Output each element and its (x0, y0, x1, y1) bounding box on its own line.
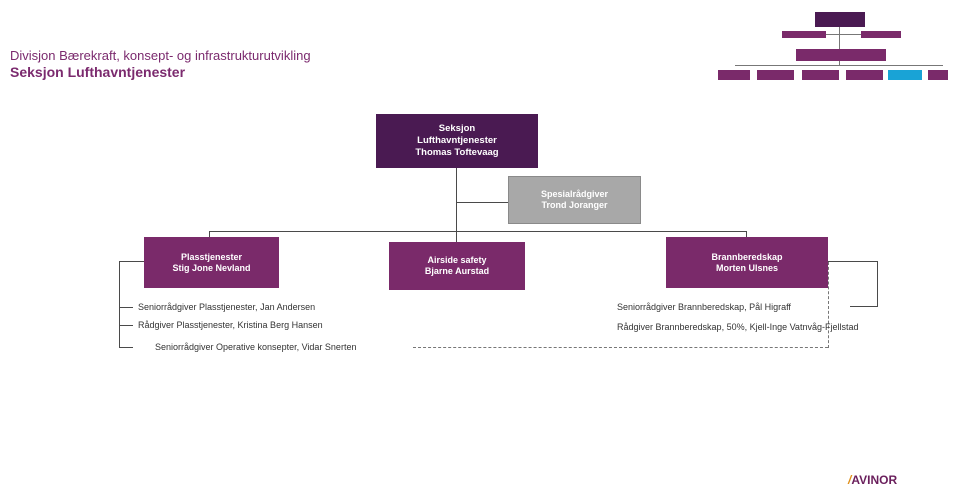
advisor-connector (456, 202, 508, 203)
section-head-line2: Lufthavntjenester (417, 135, 497, 146)
left-staff-item: Seniorrådgiver Operative konsepter, Vida… (155, 342, 357, 352)
left-staff-item: Rådgiver Plasstjenester, Kristina Berg H… (138, 320, 323, 330)
section-head-line1: Seksjon (438, 123, 476, 134)
division-title: Divisjon Bærekraft, konsept- og infrastr… (10, 48, 311, 63)
right-staff-bracket-top (828, 261, 877, 262)
mini-staff-box-left (782, 31, 826, 38)
special-advisor-name: Trond Joranger (541, 200, 608, 210)
unit-head-name: Bjarne Aurstad (424, 266, 490, 276)
section-head-box: Seksjon Lufthavntjenester Thomas Tofteva… (376, 114, 538, 168)
mini-connector (839, 27, 840, 49)
right-staff-tick (850, 306, 878, 307)
section-head-name: Thomas Toftevaag (415, 147, 499, 158)
right-staff-item: Seniorrådgiver Brannberedskap, Pål Higra… (617, 302, 791, 312)
unit-2-drop (456, 231, 457, 242)
left-staff-bracket (119, 261, 120, 348)
main-vertical-connector (456, 168, 457, 231)
unit-title: Plasstjenester (180, 251, 243, 262)
mini-unit-3 (802, 70, 839, 80)
unit-head-name: Stig Jone Nevland (172, 262, 251, 273)
mini-unit-2 (757, 70, 794, 80)
mini-connector (839, 61, 840, 66)
unit-box-airside-safety: Airside safety Bjarne Aurstad (389, 242, 525, 290)
right-staff-bracket (877, 261, 878, 307)
unit-head-name: Morten Ulsnes (715, 262, 778, 273)
right-staff-item: Rådgiver Brannberedskap, 50%, Kjell-Inge… (617, 322, 859, 332)
unit-title: Airside safety (427, 255, 487, 265)
mini-unit-4 (846, 70, 883, 80)
unit-3-drop (746, 231, 747, 237)
left-staff-item: Seniorrådgiver Plasstjenester, Jan Ander… (138, 302, 316, 312)
unit-box-brannberedskap: Brannberedskap Morten Ulsnes (666, 237, 828, 288)
special-advisor-title: Spesialrådgiver (540, 189, 609, 199)
mini-top-box (815, 12, 865, 27)
mini-unit-5-highlighted (888, 70, 922, 80)
avinor-logo: /AVINOR (848, 473, 897, 487)
special-advisor-box: Spesialrådgiver Trond Joranger (508, 176, 641, 224)
avinor-swoosh-icon: / (848, 473, 852, 487)
mini-unit-1 (718, 70, 750, 80)
mini-staff-box-right (861, 31, 901, 38)
left-staff-bracket-top (119, 261, 144, 262)
left-staff-tick-2 (119, 325, 133, 326)
unit-box-plasstjenester: Plasstjenester Stig Jone Nevland (144, 237, 279, 288)
mini-connector (826, 34, 861, 35)
left-staff-tick-3 (119, 347, 133, 348)
section-title: Seksjon Lufthavntjenester (10, 64, 186, 80)
unit-title: Brannberedskap (711, 251, 783, 262)
unit-1-drop (209, 231, 210, 237)
mini-division-box (796, 49, 886, 61)
mini-unit-6 (928, 70, 948, 80)
left-staff-tick-1 (119, 307, 133, 308)
dashed-relation-vertical (828, 262, 829, 348)
units-horizontal-connector (209, 231, 747, 232)
mini-connector (735, 65, 943, 66)
avinor-logo-text: AVINOR (851, 473, 898, 487)
dashed-relation-horizontal (413, 347, 828, 348)
